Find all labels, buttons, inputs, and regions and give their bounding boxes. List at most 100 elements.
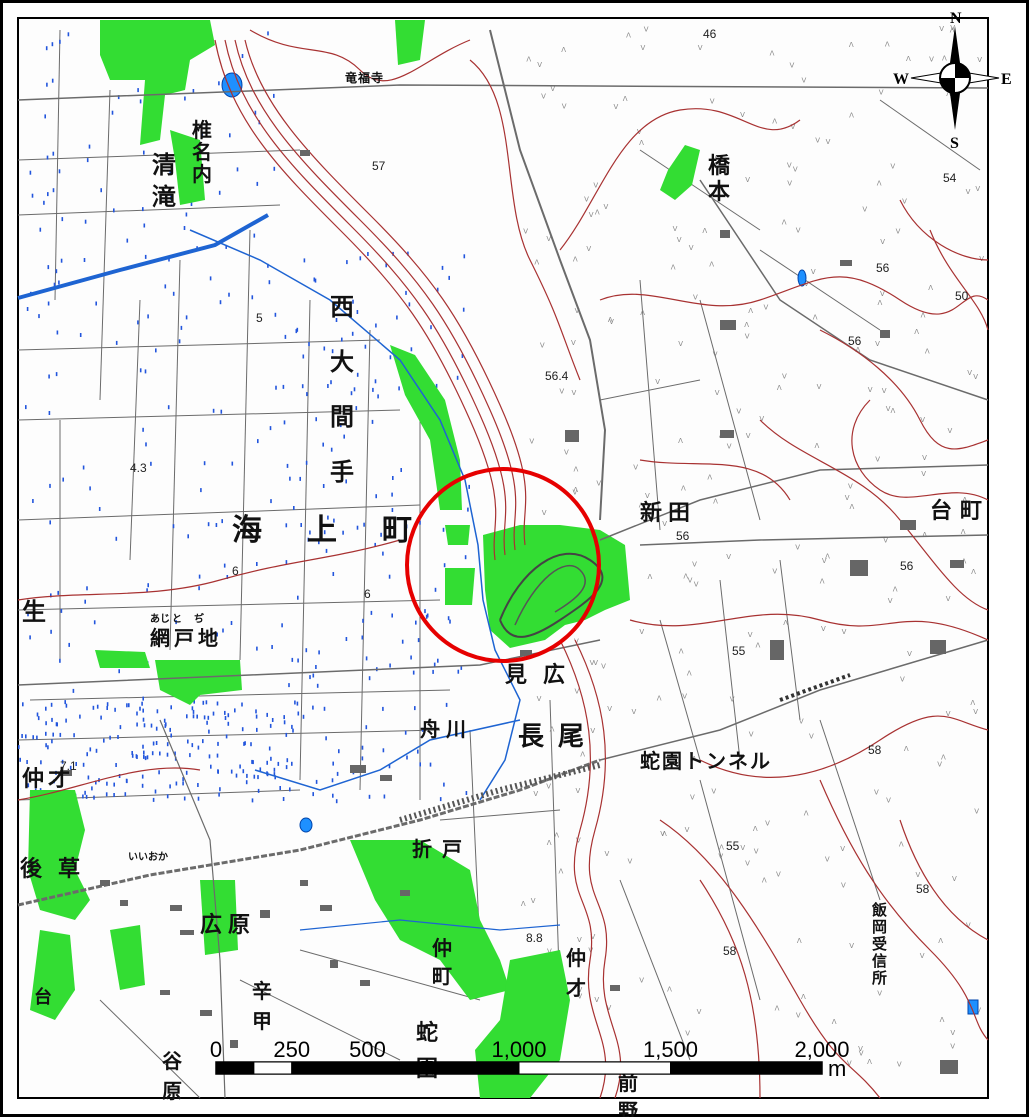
field-symbol: Λ (942, 54, 947, 62)
paddy-symbol (131, 751, 133, 755)
paddy-symbol (89, 486, 91, 491)
paddy-symbol (174, 751, 176, 756)
paddy-symbol (72, 688, 75, 693)
field-symbol: ᐯ (698, 44, 703, 52)
place-label-char: お (148, 851, 158, 863)
field-symbol: ᐯ (902, 198, 907, 206)
field-symbol: ᐯ (601, 663, 606, 671)
field-symbol: Λ (971, 568, 976, 576)
paddy-symbol (270, 756, 272, 761)
paddy-symbol (315, 779, 318, 784)
paddy-symbol (335, 318, 338, 322)
place-label-char: 戸 (442, 837, 462, 861)
field-symbol: ᐯ (711, 788, 716, 796)
paddy-symbol (361, 756, 364, 761)
field-symbol: ᐯ (946, 595, 951, 603)
field-symbol: Λ (744, 321, 749, 329)
buildings (60, 150, 964, 1074)
field-symbol: ᐯ (811, 268, 816, 276)
paddy-symbol (105, 792, 108, 797)
road (17, 84, 989, 101)
paddy-symbol (207, 522, 210, 527)
river-line (299, 919, 561, 931)
paddy-symbol (25, 734, 27, 739)
paddy-symbol (365, 725, 368, 730)
paddy-symbol (283, 420, 286, 425)
paddy-symbol (192, 709, 195, 714)
place-label-char: 上 (307, 513, 337, 548)
field-symbol: ᐯ (916, 871, 921, 879)
paddy-symbol (158, 770, 160, 775)
contour-line (469, 59, 581, 381)
paddy-symbol (143, 750, 145, 755)
paddy-symbol (271, 645, 273, 649)
paddy-symbol (144, 756, 147, 761)
paddy-symbol (106, 706, 108, 710)
building (950, 560, 964, 568)
field-boundary (699, 779, 761, 1001)
field-symbol: ᐯ (847, 1060, 852, 1068)
paddy-symbol (266, 760, 268, 765)
contour-line (224, 39, 507, 556)
paddy-symbol (155, 726, 158, 731)
paddy-symbol (79, 333, 82, 337)
paddy-symbol (242, 769, 245, 774)
paddy-symbol (437, 658, 439, 663)
field-symbol: ᐯ (976, 1007, 981, 1015)
field-symbol: ᐯ (826, 138, 831, 146)
elevation-label: 56 (676, 529, 690, 543)
field-symbol: Λ (904, 745, 909, 753)
place-label-char: 原 (228, 912, 250, 938)
field-symbol: ᐯ (693, 293, 698, 301)
field-symbol: ᐯ (888, 597, 893, 605)
paddy-symbol (407, 251, 409, 256)
place-label-char: 前 (618, 1071, 638, 1095)
paddy-symbol (285, 523, 288, 528)
field-symbol: ᐯ (632, 708, 637, 716)
field-symbol: ᐯ (815, 137, 820, 145)
field-symbol: ᐯ (886, 405, 891, 413)
elevation-label: 8.8 (526, 931, 543, 945)
field-symbol: ᐯ (937, 761, 942, 769)
paddy-symbol (398, 386, 400, 391)
paddy-symbol (65, 718, 67, 723)
compass-e-label: E (1001, 71, 1012, 88)
field-symbol: Λ (928, 284, 933, 292)
field-symbol: ᐯ (633, 463, 638, 471)
field-symbol: ᐯ (845, 494, 850, 502)
elevation-label: 58 (868, 743, 882, 757)
paddy-symbol (462, 307, 465, 312)
paddy-symbol (380, 532, 382, 537)
paddy-symbol (368, 676, 371, 681)
building (170, 905, 182, 911)
field-symbol: ᐯ (745, 176, 750, 184)
paddy-symbol (55, 722, 58, 727)
paddy-symbol (275, 385, 277, 390)
forest-patch (445, 525, 470, 545)
field-symbol: Λ (574, 466, 579, 474)
paddy-symbol (281, 623, 283, 628)
highlight-circle (405, 467, 601, 663)
paddy-symbol (419, 520, 421, 525)
elevation-label: 6 (364, 587, 371, 601)
paddy-symbol (86, 752, 88, 757)
scale-tick-label: 1,500 (643, 1037, 698, 1062)
contour-line (851, 399, 989, 501)
paddy-symbol (226, 575, 229, 579)
field-symbol: ᐯ (570, 950, 575, 958)
paddy-symbol (185, 770, 188, 775)
field-symbol: ᐯ (584, 196, 589, 204)
paddy-symbol (323, 530, 326, 535)
paddy-symbol (388, 764, 391, 769)
paddy-symbol (297, 711, 300, 716)
paddy-symbol (163, 718, 166, 723)
paddy-symbol (327, 515, 329, 520)
field-symbol: ᐯ (607, 705, 612, 713)
paddy-symbol (323, 706, 326, 711)
building (900, 520, 916, 530)
paddy-symbol (154, 789, 157, 794)
paddy-symbol (382, 551, 384, 556)
place-label-char: 見 (505, 662, 527, 688)
